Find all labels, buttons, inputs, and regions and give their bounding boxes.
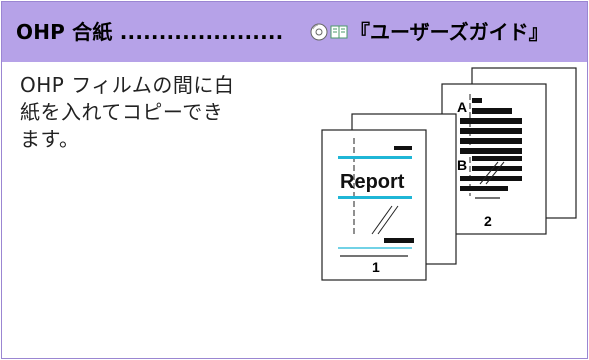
page-number-2: 2	[484, 213, 492, 229]
users-guide-reference[interactable]: 『ユーザーズガイド』	[310, 16, 549, 45]
users-guide-link-label: 『ユーザーズガイド』	[350, 20, 549, 44]
section-header: OHP 合紙 .....................	[2, 2, 587, 62]
book-icon	[330, 22, 348, 40]
cd-icon	[310, 22, 328, 40]
front-page-title: Report	[340, 171, 405, 193]
description-text: OHP フィルムの間に白 紙を入れてコピーでき ます。	[20, 73, 235, 151]
label-b: B	[457, 157, 467, 173]
ohp-interleave-illustration: A B 2 Report 1	[321, 67, 577, 281]
page-number-1: 1	[372, 259, 380, 275]
section-title: OHP 合紙 .....................	[16, 20, 284, 44]
label-a: A	[457, 99, 467, 115]
